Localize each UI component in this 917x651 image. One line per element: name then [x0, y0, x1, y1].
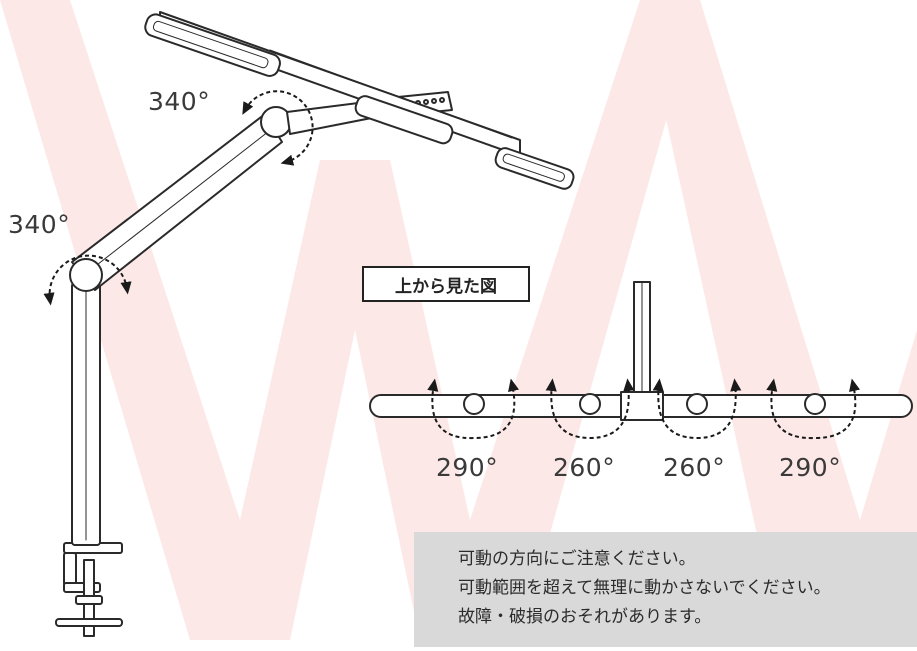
- lamp-illustration: [55, 11, 575, 637]
- top-view-illustration: [369, 281, 913, 421]
- head-mid: [354, 95, 454, 145]
- angle-head-joint: 340°: [148, 87, 211, 116]
- elbow-joint: [69, 258, 103, 292]
- caution-line-2: 可動範囲を超えて無理に動かさないでください。: [458, 578, 831, 598]
- caution-line-3: 故障・破損のおそれがあります。: [458, 607, 712, 627]
- top-view-label-text: 上から見た図: [395, 276, 497, 297]
- clamp: [55, 542, 123, 637]
- top-view-label: 上から見た図: [362, 266, 530, 302]
- angle-top-view-2: 260°: [553, 453, 616, 482]
- caution-box: 可動の方向にご注意ください。 可動範囲を超えて無理に動かさないでください。 故障…: [414, 532, 917, 647]
- top-view-rotation-arrows: [427, 378, 860, 440]
- angle-top-view-3: 260°: [663, 453, 726, 482]
- angle-top-view-4: 290°: [779, 453, 842, 482]
- caution-line-1: 可動の方向にご注意ください。: [458, 549, 696, 569]
- angle-base-joint: 340°: [8, 210, 71, 239]
- angle-top-view-1: 290°: [436, 453, 499, 482]
- rotation-arrow-icon: [43, 90, 314, 306]
